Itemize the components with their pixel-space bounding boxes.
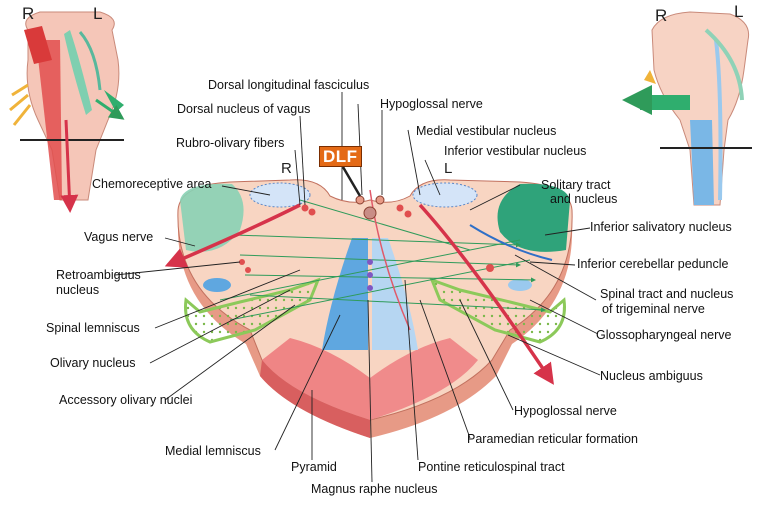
right-inset-brainstem	[622, 11, 752, 206]
label-medial-lemniscus: Medial lemniscus	[165, 444, 261, 458]
medulla-section	[164, 179, 573, 438]
label-vagus-nerve: Vagus nerve	[84, 230, 154, 244]
label-hypoglossal-nerve-top: Hypoglossal nerve	[380, 97, 483, 111]
label-olivary-nucleus: Olivary nucleus	[50, 356, 136, 370]
left-inset-brainstem	[9, 11, 125, 213]
label-magnus-raphe-nucleus: Magnus raphe nucleus	[311, 482, 438, 496]
label-hypoglossal-nerve-bottom: Hypoglossal nerve	[514, 404, 617, 418]
label-glossopharyngeal-nerve: Glossopharyngeal nerve	[596, 328, 732, 342]
label-spinal-tract: Spinal tract and nucleus	[600, 287, 734, 301]
label-pyramid: Pyramid	[291, 460, 337, 474]
label-dorsal-nucleus-of-vagus: Dorsal nucleus of vagus	[177, 102, 311, 116]
label-chemoreceptive-area: Chemoreceptive area	[92, 177, 212, 191]
dlf-tag: DLF	[319, 146, 362, 167]
label-accessory-olivary-nuclei: Accessory olivary nuclei	[59, 393, 193, 407]
label-pontine-reticulospinal-tract: Pontine reticulospinal tract	[418, 460, 565, 474]
label-rubro-olivary-fibers: Rubro-olivary fibers	[176, 136, 285, 150]
label-retroambiguus: Retroambiguus	[56, 268, 141, 282]
section-left-marker: L	[444, 160, 453, 177]
leader-lines	[114, 92, 601, 483]
label-and-nucleus: and nucleus	[550, 192, 618, 206]
label-spinal-lemniscus: Spinal lemniscus	[46, 321, 140, 335]
label-medial-vestibular-nucleus: Medial vestibular nucleus	[416, 124, 557, 138]
section-right-marker: R	[281, 160, 292, 177]
label-paramedian-reticular-formation: Paramedian reticular formation	[467, 432, 638, 446]
label-inferior-cerebellar-peduncle: Inferior cerebellar peduncle	[577, 257, 729, 271]
label-inferior-vestibular-nucleus: Inferior vestibular nucleus	[444, 144, 587, 158]
label-inferior-salivatory-nucleus: Inferior salivatory nucleus	[590, 220, 732, 234]
inset1-left-marker: L	[93, 4, 103, 23]
inset2-left-marker: L	[734, 2, 744, 21]
label-retroambiguus-nucleus: nucleus	[56, 283, 100, 297]
label-dorsal-longitudinal-fasciculus: Dorsal longitudinal fasciculus	[208, 78, 370, 92]
label-of-trigeminal-nerve: of trigeminal nerve	[602, 302, 705, 316]
inset1-right-marker: R	[22, 4, 35, 23]
label-nucleus-ambiguus: Nucleus ambiguus	[600, 369, 703, 383]
inset2-right-marker: R	[655, 6, 668, 25]
label-solitary-tract: Solitary tract	[541, 178, 611, 192]
